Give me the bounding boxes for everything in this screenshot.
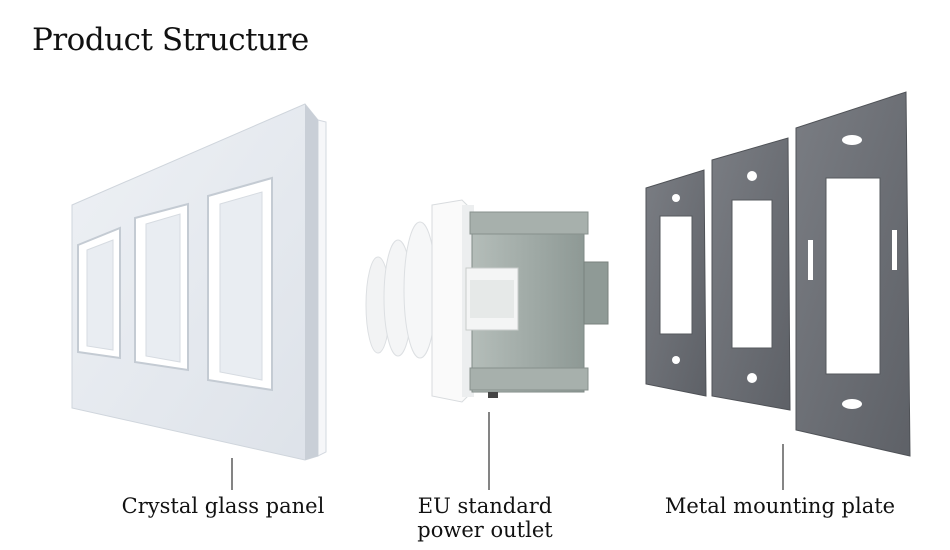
caption-mounting-plate: Metal mounting plate (664, 494, 896, 518)
caption-power-outlet: EU standard power outlet (400, 494, 570, 542)
mounting-plate-icon (645, 91, 911, 457)
caption-power-outlet-line2: power outlet (417, 518, 553, 542)
page-title: Product Structure (32, 22, 309, 58)
caption-glass-panel: Crystal glass panel (121, 494, 325, 518)
caption-power-outlet-line1: EU standard (417, 494, 553, 518)
power-outlet-icon (365, 199, 609, 403)
glass-panel-icon (71, 103, 327, 461)
